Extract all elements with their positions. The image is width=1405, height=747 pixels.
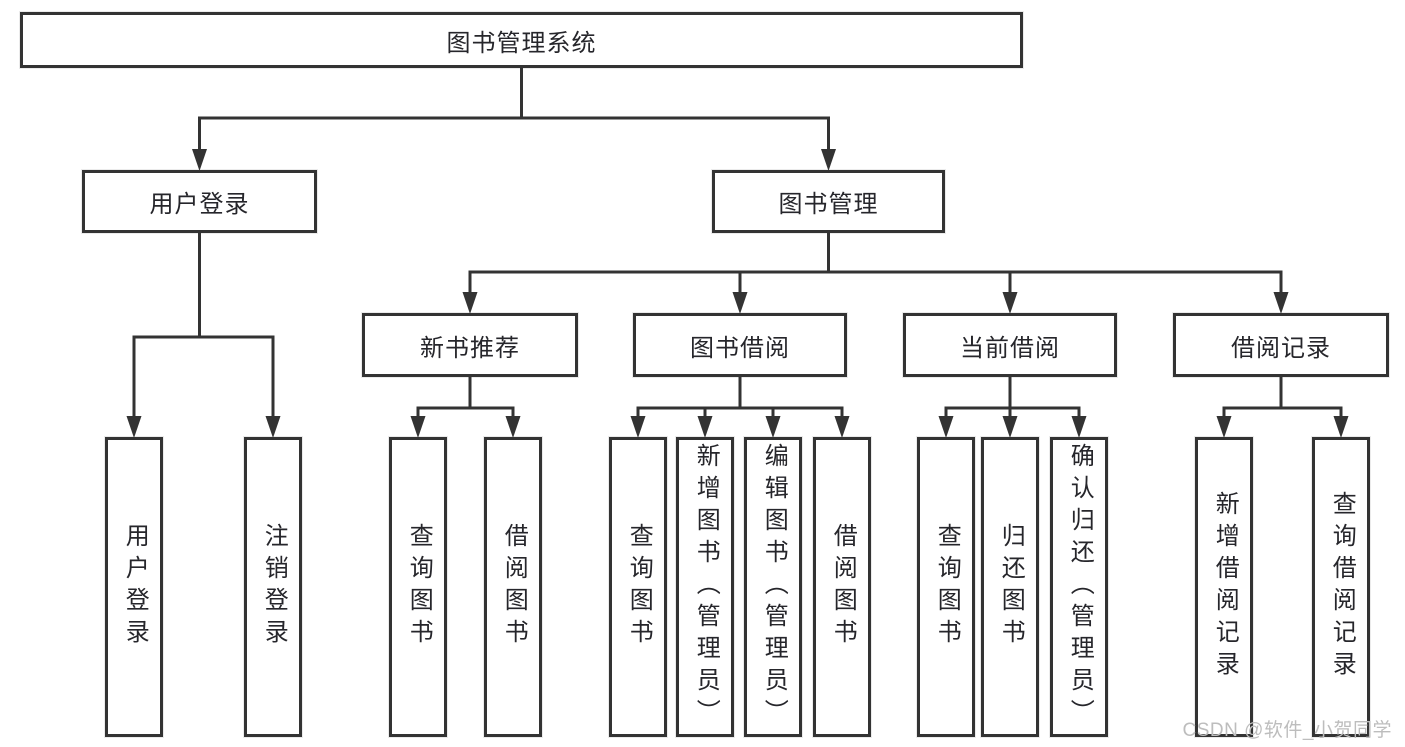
- node-label-book-borrow: 图书借阅: [690, 334, 790, 362]
- node-leaf-query-book-2: 查询图书: [609, 437, 667, 737]
- arrowhead-icon: [192, 149, 207, 171]
- connector-current-borrow: [938, 375, 1087, 438]
- node-user-login: 用户登录: [82, 170, 317, 233]
- arrowhead-icon: [1071, 416, 1087, 438]
- connector-new-book-rec: [410, 375, 521, 438]
- node-leaf-user-login: 用户登录: [105, 437, 163, 737]
- connector-borrow-records: [1216, 375, 1349, 438]
- node-leaf-add-book: 新增图书（管理员）: [676, 437, 734, 737]
- connector-root: [192, 66, 836, 171]
- node-leaf-borrow-book-2: 借阅图书: [813, 437, 871, 737]
- arrowhead-icon: [630, 416, 646, 438]
- arrowhead-icon: [1002, 416, 1018, 438]
- arrowhead-icon: [1216, 416, 1232, 438]
- arrowhead-icon: [1002, 292, 1018, 314]
- node-current-borrow: 当前借阅: [903, 313, 1117, 377]
- connector-book-borrow: [630, 375, 850, 438]
- arrowhead-icon: [765, 416, 781, 438]
- arrowhead-icon: [1333, 416, 1349, 438]
- node-leaf-add-borrow-record: 新增借阅记录: [1195, 437, 1253, 737]
- node-leaf-return-book: 归还图书: [981, 437, 1039, 737]
- node-leaf-query-borrow-record: 查询借阅记录: [1312, 437, 1370, 737]
- arrowhead-icon: [126, 416, 142, 438]
- node-label-leaf-logout: 注销登录: [260, 523, 288, 651]
- arrowhead-icon: [821, 149, 836, 171]
- node-book-mgmt: 图书管理: [712, 170, 945, 233]
- node-label-leaf-borrow-book-2: 借阅图书: [829, 523, 857, 651]
- node-label-leaf-add-book: 新增图书（管理员）: [692, 443, 720, 731]
- arrowhead-icon: [938, 416, 954, 438]
- node-label-current-borrow: 当前借阅: [960, 334, 1060, 362]
- node-leaf-confirm-return: 确认归还（管理员）: [1050, 437, 1108, 737]
- arrowhead-icon: [265, 416, 281, 438]
- node-root: 图书管理系统: [20, 12, 1023, 68]
- node-label-leaf-borrow-book-1: 借阅图书: [500, 523, 528, 651]
- node-label-leaf-query-book-1: 查询图书: [405, 523, 433, 651]
- arrowhead-icon: [462, 292, 478, 314]
- arrowhead-icon: [834, 416, 850, 438]
- arrowhead-icon: [697, 416, 713, 438]
- node-leaf-logout: 注销登录: [244, 437, 302, 737]
- node-label-user-login: 用户登录: [149, 191, 250, 218]
- node-new-book-rec: 新书推荐: [362, 313, 578, 377]
- arrowhead-icon: [732, 292, 748, 314]
- node-label-leaf-query-borrow-record: 查询借阅记录: [1328, 491, 1356, 683]
- node-label-book-mgmt: 图书管理: [778, 191, 879, 218]
- arrowhead-icon: [1273, 292, 1289, 314]
- node-leaf-edit-book: 编辑图书（管理员）: [744, 437, 802, 737]
- node-leaf-query-book-1: 查询图书: [389, 437, 447, 737]
- watermark: CSDN @软件_小贺同学: [1182, 720, 1392, 741]
- node-book-borrow: 图书借阅: [633, 313, 847, 377]
- node-label-leaf-query-book-3: 查询图书: [933, 523, 961, 651]
- node-label-borrow-records: 借阅记录: [1231, 334, 1331, 362]
- node-label-leaf-user-login: 用户登录: [121, 523, 149, 651]
- connector-user-login: [126, 231, 281, 438]
- arrowhead-icon: [410, 416, 426, 438]
- node-label-leaf-confirm-return: 确认归还（管理员）: [1066, 443, 1094, 731]
- node-label-leaf-return-book: 归还图书: [997, 523, 1025, 651]
- node-label-root: 图书管理系统: [446, 29, 597, 57]
- node-leaf-borrow-book-1: 借阅图书: [484, 437, 542, 737]
- node-label-new-book-rec: 新书推荐: [420, 334, 520, 362]
- node-label-leaf-edit-book: 编辑图书（管理员）: [760, 443, 788, 731]
- arrowhead-icon: [505, 416, 521, 438]
- node-label-leaf-query-book-2: 查询图书: [625, 523, 653, 651]
- node-label-leaf-add-borrow-record: 新增借阅记录: [1211, 491, 1239, 683]
- connector-book-mgmt: [462, 231, 1289, 314]
- node-leaf-query-book-3: 查询图书: [917, 437, 975, 737]
- node-borrow-records: 借阅记录: [1173, 313, 1389, 377]
